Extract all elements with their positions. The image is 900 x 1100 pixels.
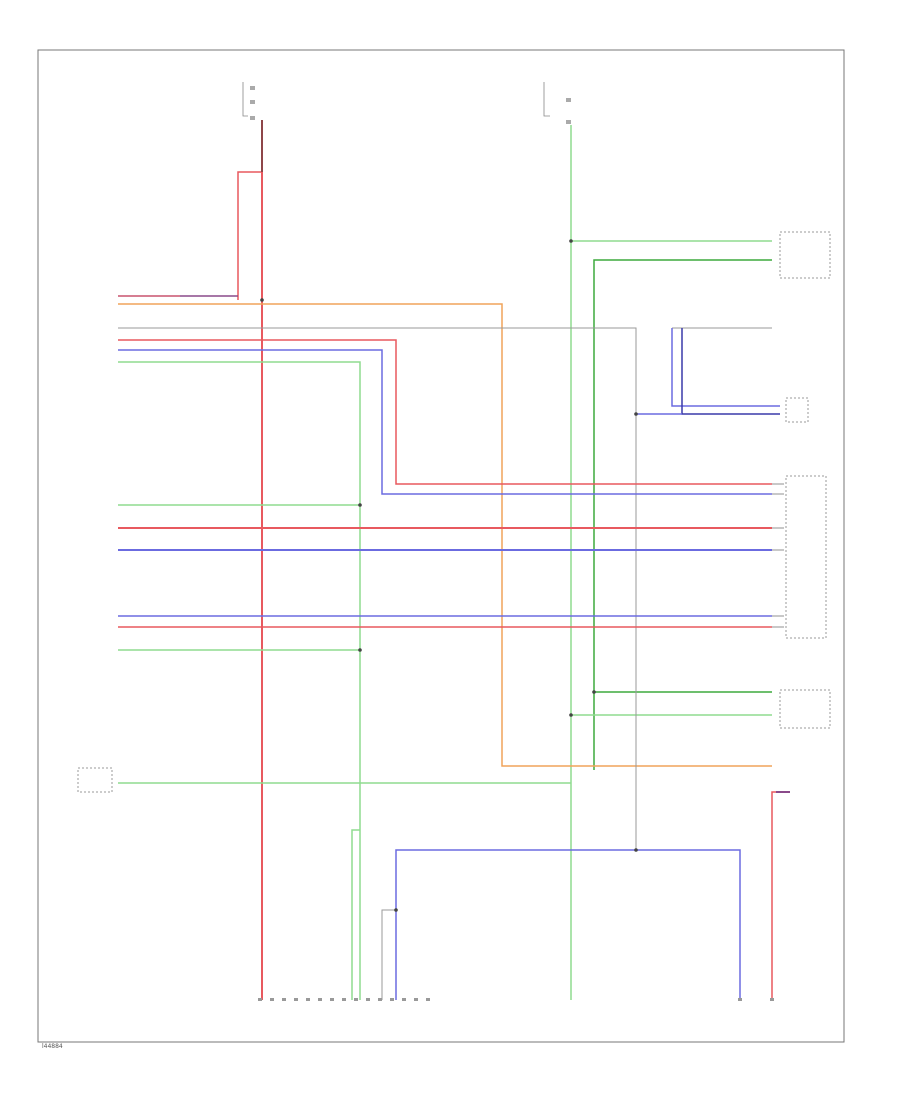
right-terminal-marks — [772, 483, 784, 628]
green-trunk-wire — [570, 125, 772, 1000]
data-link-connector-pins — [258, 998, 430, 1001]
power-source-left — [242, 82, 255, 120]
splice-dots — [260, 239, 638, 912]
footer-code: l44884 — [42, 1043, 63, 1050]
module-box-right-bracket — [785, 475, 827, 639]
middle-bus-wires — [118, 504, 772, 784]
power-source-right — [543, 82, 571, 124]
module-box-mid-right — [779, 689, 831, 729]
test-mode-connector-pins — [738, 998, 774, 1001]
lower-bus-wires — [351, 791, 790, 1000]
module-box-neutral — [785, 397, 809, 423]
neutral-switch-wires — [636, 327, 780, 415]
module-box-top-right — [779, 231, 831, 279]
upper-bus-wires — [118, 295, 772, 1000]
module-box-left — [77, 767, 113, 793]
diagram-frame — [37, 49, 845, 1043]
red-trunk-wire — [237, 120, 263, 1000]
